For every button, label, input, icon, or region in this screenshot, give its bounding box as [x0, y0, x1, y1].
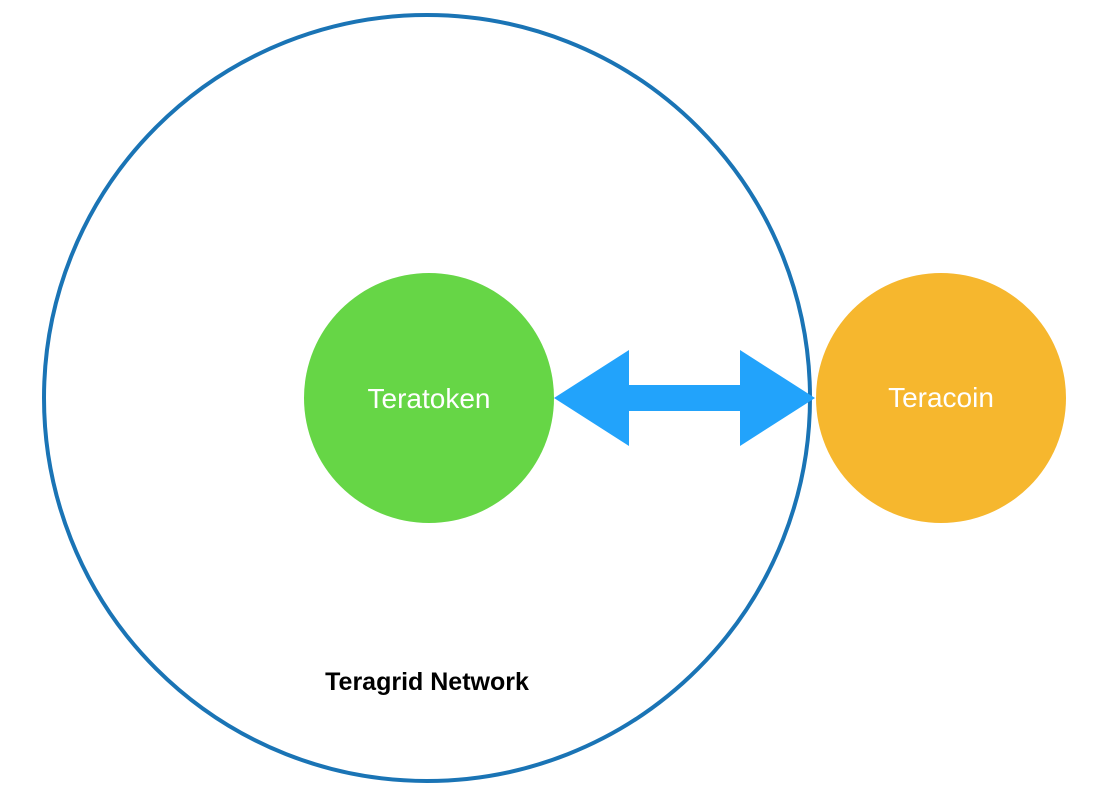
- node-teracoin: Teracoin: [816, 273, 1066, 523]
- teracoin-label: Teracoin: [888, 382, 994, 413]
- teratoken-label: Teratoken: [368, 383, 491, 414]
- bidirectional-arrow: [554, 350, 815, 446]
- teracoin-circle: [816, 273, 1066, 523]
- teratoken-circle: [304, 273, 554, 523]
- network-label: Teragrid Network: [325, 668, 529, 696]
- node-teratoken: Teratoken: [304, 273, 554, 523]
